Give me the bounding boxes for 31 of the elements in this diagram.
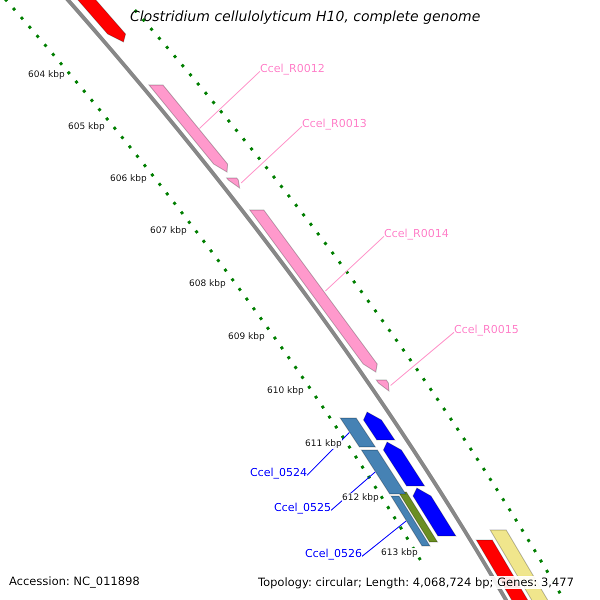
gene-label: Ccel_0526 <box>305 548 362 561</box>
leader-line <box>362 520 407 557</box>
leader-line <box>240 126 302 184</box>
gene-block <box>248 210 378 373</box>
position-label: 612 kbp <box>342 493 379 504</box>
position-label: 608 kbp <box>189 279 226 290</box>
gene-label: Ccel_R0014 <box>384 228 449 241</box>
gene-label: Ccel_0525 <box>274 502 332 515</box>
gene-block <box>390 496 431 546</box>
position-label: 609 kbp <box>228 332 265 342</box>
gene-block <box>375 380 390 392</box>
position-label: 607 kbp <box>150 226 187 236</box>
position-label: 604 kbp <box>28 70 65 80</box>
position-label: 613 kbp <box>381 548 418 558</box>
gene-label: Ccel_R0013 <box>302 118 367 131</box>
genome-info: Accession: NC_011898 <box>9 575 140 588</box>
gene-label: Ccel_R0012 <box>260 63 325 76</box>
leader-line <box>324 236 384 292</box>
position-label: 605 kbp <box>68 122 105 132</box>
gene-label: Ccel_R0015 <box>454 324 519 337</box>
genome-info: Topology: circular; Length: 4,068,724 bp; Genes: 3,477 <box>258 576 574 590</box>
position-label: 606 kbp <box>110 174 147 184</box>
position-label: 610 kbp <box>267 386 304 396</box>
map-title: Clostridium cellulolyticum H10, complete genome <box>130 9 480 26</box>
gene-label: Ccel_0524 <box>250 467 308 480</box>
leader-line <box>390 332 454 386</box>
gene-block <box>226 178 240 190</box>
gene-block <box>148 84 228 173</box>
position-label: 611 kbp <box>305 439 342 450</box>
leader-line <box>198 70 260 129</box>
gene-block <box>360 450 407 494</box>
